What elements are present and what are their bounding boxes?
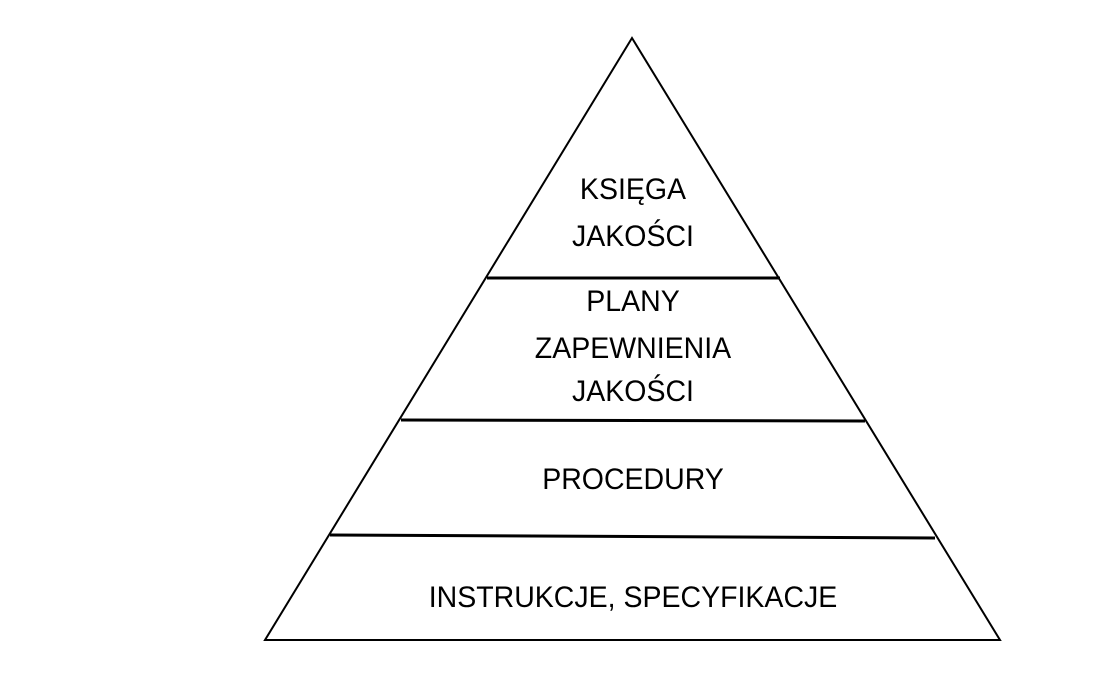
level-3-line-1: PROCEDURY (542, 463, 724, 496)
pyramid-outline (263, 36, 1002, 641)
level-1-line-1: KSIĘGA (579, 173, 687, 206)
level-2-line-1: PLANY (586, 285, 680, 318)
level-1-line-2: JAKOŚCI (572, 220, 694, 253)
divider-3 (329, 533, 936, 540)
level-2-line-3: JAKOŚCI (572, 375, 694, 408)
level-2-line-2: ZAPEWNIENIA (534, 332, 732, 365)
level-4-line-1: INSTRUKCJE, SPECYFIKACJE (428, 581, 838, 614)
divider-2 (400, 418, 866, 423)
